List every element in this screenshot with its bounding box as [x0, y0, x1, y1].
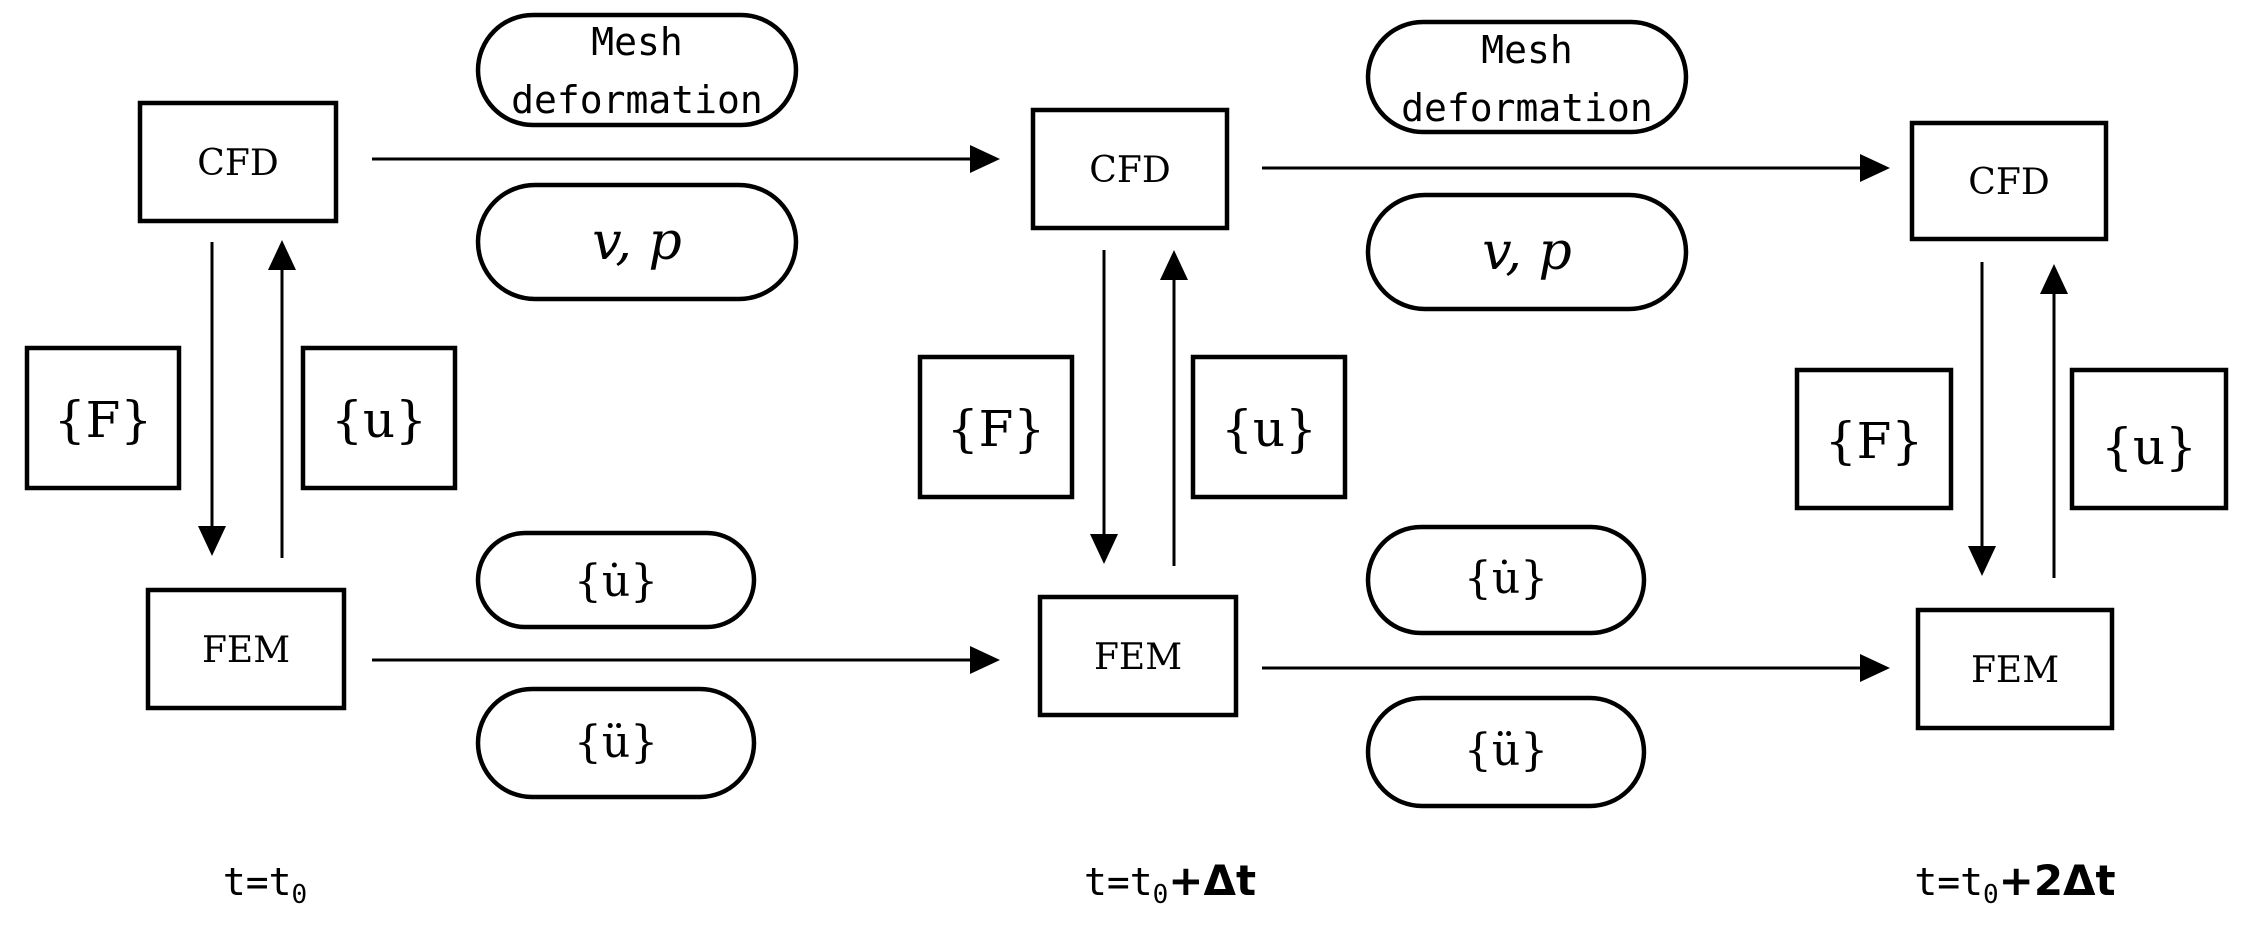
stage-1-force-arrowhead	[198, 526, 226, 556]
transfer-2-accel-pill	[1365, 695, 1647, 809]
stage-3-disp-label: {u}	[2101, 418, 2197, 476]
stage-3-disp-arrowhead	[2040, 264, 2068, 294]
stage-1: CFD FEM {F} {u} t=t0	[24, 100, 458, 910]
transfer-1-flow-pill	[475, 182, 799, 302]
transfer-2-fem-arrowhead	[1860, 654, 1890, 682]
transfer-2-velocity-label: {u̇}	[1464, 553, 1548, 604]
transfer-2-velocity-pill	[1365, 524, 1647, 636]
stage-1-fem-label: FEM	[202, 630, 290, 671]
transfer-1-mesh-line1: Mesh	[591, 20, 683, 64]
stage-2-disp-box	[1190, 354, 1348, 500]
transfer-2-flow-vars: v, p	[1482, 222, 1572, 282]
stage-1-disp-box	[300, 345, 458, 491]
stage-1-disp-arrowhead	[268, 240, 296, 270]
stage-2-fem-label: FEM	[1094, 637, 1182, 678]
stage-3-fem-box	[1915, 607, 2115, 731]
stage-3-force-box	[1794, 367, 1954, 511]
stage-2-cfd-label: CFD	[1089, 150, 1170, 191]
stage-2-disp-arrowhead	[1160, 250, 1188, 280]
transfer-1-flow-vars: v, p	[592, 212, 682, 272]
stage-3-cfd-label: CFD	[1968, 162, 2049, 203]
transfer-1-mesh-line2: deformation	[511, 78, 763, 122]
transfer-1-velocity-label: {u̇}	[574, 556, 658, 607]
transfer-1: Mesh deformation v, p {u̇} {ü}	[372, 12, 1000, 800]
stage-2-force-arrowhead	[1090, 534, 1118, 564]
transfer-2-mesh-line2: deformation	[1401, 86, 1653, 130]
transfer-1-accel-pill	[475, 686, 757, 800]
stage-1-fem-box	[145, 587, 347, 711]
stage-3-cfd-box	[1909, 120, 2109, 242]
stage-1-cfd-label: CFD	[197, 143, 278, 184]
stage-2-fem-box	[1037, 594, 1239, 718]
transfer-2-mesh-pill	[1365, 19, 1689, 135]
stage-1-force-box	[24, 345, 182, 491]
stage-3-disp-box	[2069, 367, 2229, 511]
transfer-1-cfd-arrowhead	[970, 145, 1000, 173]
stage-3-fem-label: FEM	[1971, 650, 2059, 691]
stage-3-force-label: {F}	[1825, 412, 1923, 470]
transfer-1-mesh-pill	[475, 12, 799, 128]
stage-2-cfd-box	[1030, 107, 1230, 231]
stage-1-force-label: {F}	[54, 391, 152, 449]
transfer-1-accel-label: {ü}	[574, 717, 658, 768]
stage-1-disp-label: {u}	[331, 391, 427, 449]
stage-1-cfd-box	[137, 100, 339, 224]
stage-2-time-label: t=t0+Δt	[1084, 856, 1256, 910]
transfer-2-flow-pill	[1365, 192, 1689, 312]
stage-1-time-label: t=t0	[223, 860, 307, 910]
stage-3-force-arrowhead	[1968, 546, 1996, 576]
transfer-2-accel-label: {ü}	[1464, 725, 1548, 776]
stage-2: CFD FEM {F} {u} t=t0+Δt	[917, 107, 1348, 910]
transfer-2-mesh-line1: Mesh	[1481, 28, 1573, 72]
stage-2-disp-label: {u}	[1221, 400, 1317, 458]
stage-2-force-label: {F}	[947, 400, 1045, 458]
stage-3-time-label: t=t0+2Δt	[1914, 856, 2115, 910]
transfer-2: Mesh deformation v, p {u̇} {ü}	[1262, 19, 1890, 809]
stage-2-force-box	[917, 354, 1075, 500]
transfer-1-fem-arrowhead	[970, 646, 1000, 674]
transfer-1-velocity-pill	[475, 530, 757, 630]
stage-3: CFD FEM {F} {u} t=t0+2Δt	[1794, 120, 2229, 910]
transfer-2-cfd-arrowhead	[1860, 154, 1890, 182]
